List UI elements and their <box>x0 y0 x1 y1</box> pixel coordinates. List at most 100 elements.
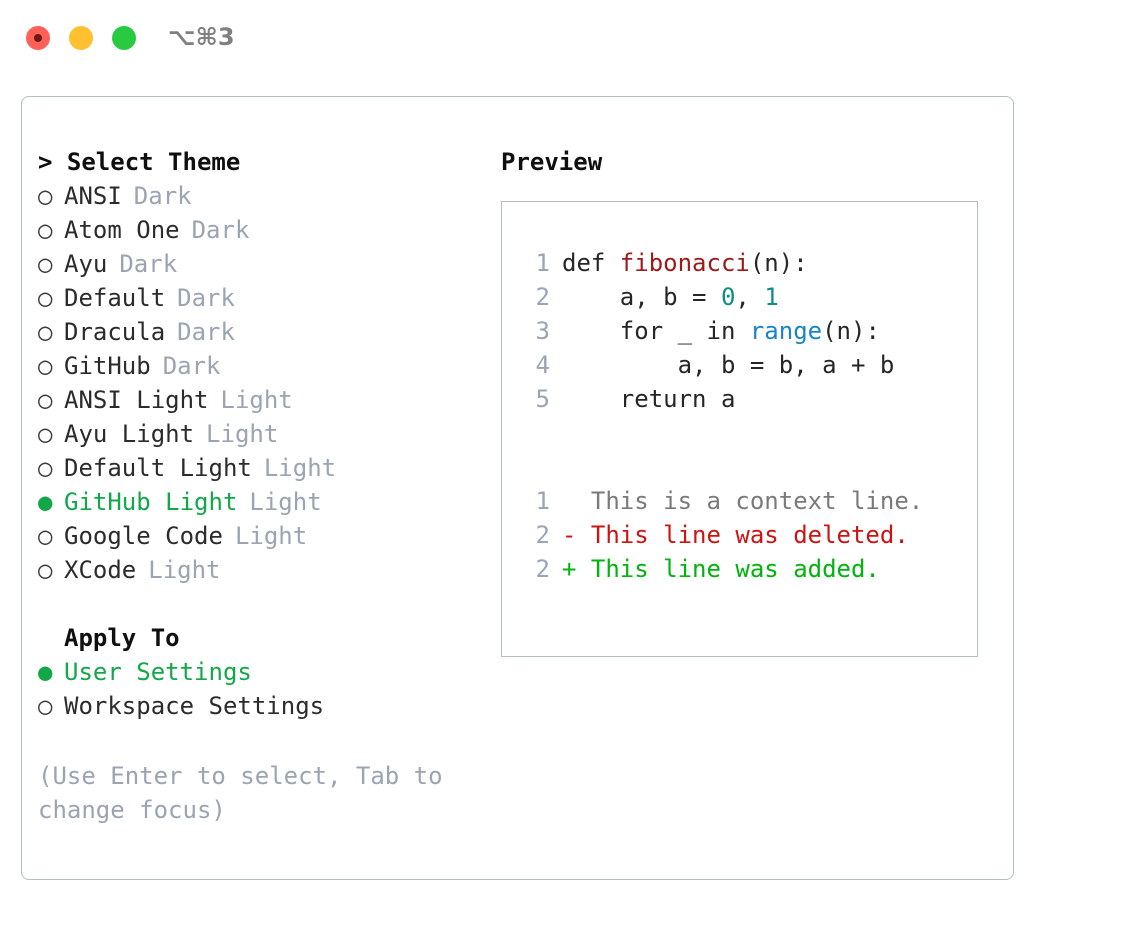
theme-kind: Light <box>249 488 322 516</box>
theme-list-item[interactable]: ○ Google Code Light <box>38 519 488 553</box>
diff-line-added: 2 + This line was added. <box>520 552 977 586</box>
apply-to-option-label: User Settings <box>64 658 252 686</box>
theme-kind: Light <box>206 420 279 448</box>
apply-to-option-workspace-settings[interactable]: ○ Workspace Settings <box>38 689 488 723</box>
theme-name: XCode <box>64 556 137 584</box>
radio-selected-icon: ● <box>38 658 53 686</box>
theme-name: Atom One <box>64 216 180 244</box>
line-number: 3 <box>535 317 550 345</box>
theme-list-item[interactable]: ○ GitHub Dark <box>38 349 488 383</box>
theme-selection-column: > Select Theme ○ ANSI Dark ○ Atom One Da… <box>38 145 488 827</box>
theme-list-item[interactable]: ○ Ayu Dark <box>38 247 488 281</box>
theme-kind: Dark <box>133 182 192 210</box>
theme-list-item[interactable]: ○ ANSI Light Light <box>38 383 488 417</box>
radio-unselected-icon: ○ <box>38 454 53 482</box>
theme-name: Ayu Light <box>64 420 195 448</box>
theme-list-item[interactable]: ○ Default Light Light <box>38 451 488 485</box>
code-token: (n): <box>749 249 808 277</box>
code-line: 4 a, b = b, a + b <box>520 348 977 382</box>
line-number: 4 <box>535 351 550 379</box>
theme-list: ○ ANSI Dark ○ Atom One Dark ○ Ayu Dark ○… <box>38 179 488 587</box>
theme-name: Ayu <box>64 250 108 278</box>
radio-unselected-icon: ○ <box>38 522 53 550</box>
code-token: for _ in <box>562 317 750 345</box>
traffic-light-group <box>26 26 136 50</box>
theme-name: ANSI <box>64 182 122 210</box>
code-token: a, b = b, a + b <box>562 351 895 379</box>
radio-unselected-icon: ○ <box>38 420 53 448</box>
title-bar: ⌥⌘3 <box>0 0 1140 78</box>
theme-list-item[interactable]: ○ Default Dark <box>38 281 488 315</box>
code-token: return a <box>562 385 736 413</box>
code-content: return a <box>562 382 736 416</box>
theme-kind: Dark <box>177 284 235 312</box>
theme-list-item-selected[interactable]: ● GitHub Light Light <box>38 485 488 519</box>
theme-list-item[interactable]: ○ XCode Light <box>38 553 488 587</box>
preview-column: Preview 1 def fibonacci(n): 2 a, b = 0, … <box>501 145 1001 657</box>
preview-code-box: 1 def fibonacci(n): 2 a, b = 0, 1 3 for … <box>501 201 978 657</box>
radio-selected-icon: ● <box>38 488 53 516</box>
code-content: a, b = b, a + b <box>562 348 895 382</box>
line-number: 1 <box>535 249 550 277</box>
diff-content: - This line was deleted. <box>562 521 909 549</box>
code-token: 0 <box>720 283 736 311</box>
code-token: range <box>749 317 823 345</box>
maximize-button[interactable] <box>112 26 136 50</box>
theme-picker-panel: > Select Theme ○ ANSI Dark ○ Atom One Da… <box>21 96 1014 880</box>
diff-line-context: 1 This is a context line. <box>520 484 977 518</box>
radio-unselected-icon: ○ <box>38 250 53 278</box>
code-token: 1 <box>764 283 779 311</box>
theme-kind: Dark <box>177 318 235 346</box>
radio-unselected-icon: ○ <box>38 556 53 584</box>
line-number: 2 <box>535 555 550 583</box>
line-number: 1 <box>535 487 550 515</box>
radio-unselected-icon: ○ <box>38 692 53 720</box>
code-token: (n): <box>822 317 880 345</box>
theme-list-item[interactable]: ○ Atom One Dark <box>38 213 488 247</box>
theme-list-item[interactable]: ○ Ayu Light Light <box>38 417 488 451</box>
code-token: def <box>562 249 620 277</box>
preview-heading: Preview <box>501 148 603 176</box>
theme-kind: Light <box>234 522 308 550</box>
apply-to-option-user-settings[interactable]: ● User Settings <box>38 655 488 689</box>
code-content: def fibonacci(n): <box>562 246 808 280</box>
radio-unselected-icon: ○ <box>38 386 53 414</box>
minimize-button[interactable] <box>69 26 93 50</box>
keyboard-hint-text: (Use Enter to select, Tab to change focu… <box>38 762 443 824</box>
theme-name: GitHub Light <box>64 488 238 516</box>
diff-line-deleted: 2 - This line was deleted. <box>520 518 977 552</box>
radio-unselected-icon: ○ <box>38 284 53 312</box>
keyboard-shortcut-label: ⌥⌘3 <box>168 23 235 51</box>
theme-list-item[interactable]: ○ Dracula Dark <box>38 315 488 349</box>
theme-name: GitHub <box>64 352 151 380</box>
radio-unselected-icon: ○ <box>38 352 53 380</box>
select-theme-heading: > Select Theme <box>38 148 241 176</box>
line-number: 2 <box>535 283 550 311</box>
theme-name: Google Code <box>64 522 223 550</box>
theme-kind: Dark <box>191 216 250 244</box>
theme-name: Default <box>64 284 166 312</box>
code-token: fibonacci <box>619 249 750 277</box>
close-button[interactable] <box>26 26 50 50</box>
apply-to-option-label: Workspace Settings <box>64 692 325 720</box>
code-blank-line <box>520 416 977 450</box>
line-number: 2 <box>535 521 550 549</box>
theme-kind: Light <box>220 386 293 414</box>
radio-unselected-icon: ○ <box>38 182 53 210</box>
theme-list-item[interactable]: ○ ANSI Dark <box>38 179 488 213</box>
code-blank-line <box>520 450 977 484</box>
code-content: a, b = 0, 1 <box>562 280 779 314</box>
code-line: 5 return a <box>520 382 977 416</box>
apply-to-heading: Apply To <box>64 624 180 652</box>
radio-unselected-icon: ○ <box>38 318 53 346</box>
diff-content: + This line was added. <box>562 555 880 583</box>
code-token: a, b = <box>562 283 721 311</box>
theme-name: ANSI Light <box>64 386 209 414</box>
code-line: 1 def fibonacci(n): <box>520 246 977 280</box>
theme-kind: Dark <box>119 250 178 278</box>
theme-kind: Light <box>148 556 221 584</box>
radio-unselected-icon: ○ <box>38 216 53 244</box>
theme-kind: Dark <box>162 352 221 380</box>
apply-to-section: Apply To ● User Settings ○ Workspace Set… <box>38 621 488 723</box>
